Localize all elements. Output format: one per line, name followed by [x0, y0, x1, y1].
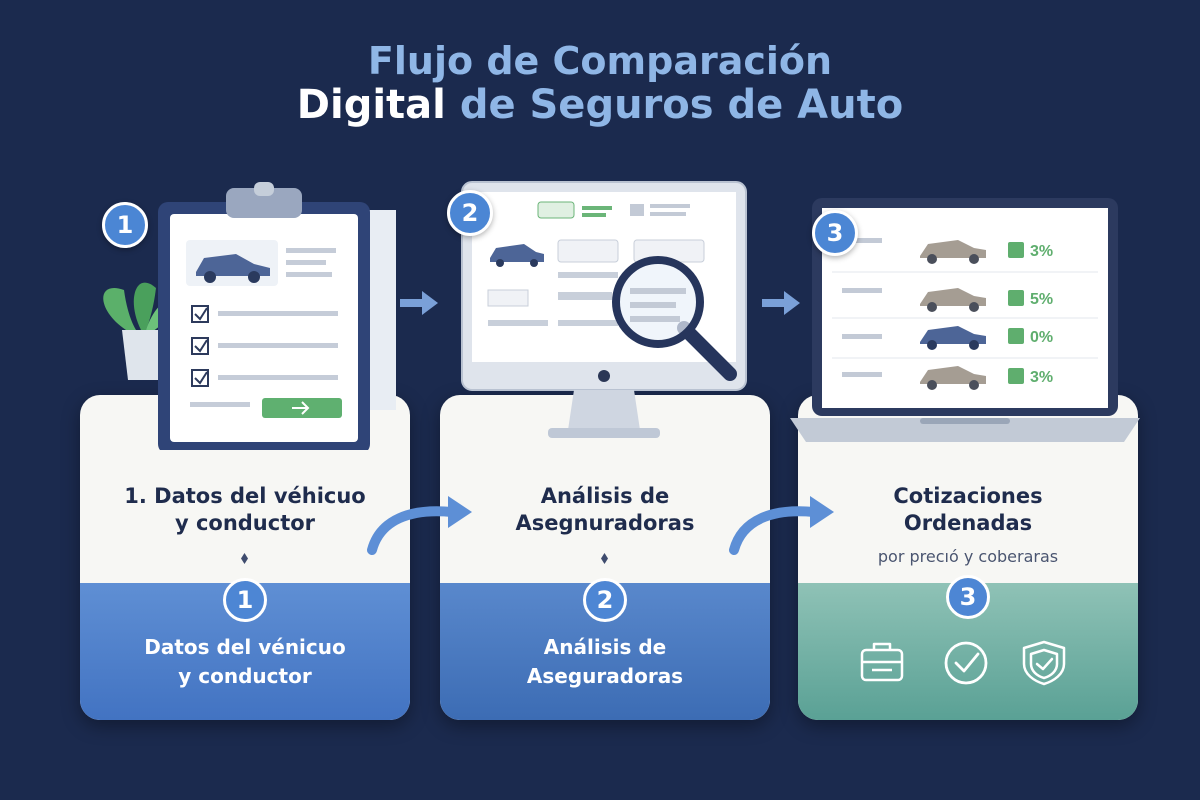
step-badge-3: 3: [812, 210, 858, 256]
quote-percent-4: 3%: [1030, 369, 1053, 386]
quote-row-4: 3%: [842, 366, 1053, 390]
step-1-number-circle: 1: [223, 578, 267, 622]
step-2-title-line-2: Asegnuradoras: [515, 511, 695, 536]
connector-dot: [601, 553, 608, 564]
step-1-bottom-line-1: Datos del vénicuo: [144, 635, 346, 659]
step-3-title: Cotizaciones Ordenadas: [798, 483, 1138, 538]
step-2-bottom-panel: 2 Análisis de Aseguradoras: [440, 578, 770, 720]
quote-percent-1: 3%: [1030, 243, 1053, 260]
step-3-subtitle: por precıó y coberaras: [877, 547, 1059, 566]
page-title: Flujo de Comparación Digital de Seguros …: [0, 40, 1200, 127]
arrow-right-icon: [762, 291, 800, 315]
curved-arrow-2-to-3: [729, 496, 834, 555]
title-line-1: Flujo de Comparación: [367, 39, 833, 83]
step-2-bottom-line-1: Análisis de: [543, 635, 667, 659]
quote-row-1: 3%: [842, 238, 1053, 264]
step-1-bottom-label: Datos del vénicuo y conductor: [80, 633, 410, 691]
connector-dot: [241, 553, 248, 564]
step-1-title-line-2: y conductor: [174, 511, 316, 536]
quote-percent-3: 0%: [1030, 329, 1053, 346]
step-3-title-line-2: Ordenadas: [903, 511, 1033, 536]
laptop-illustration: 3% 5% 0% 3%: [790, 198, 1140, 442]
monitor-illustration: [461, 181, 747, 438]
step-card-3: Cotizaciones Ordenadas por precıó y cobe…: [798, 395, 1138, 720]
step-badge-2: 2: [447, 190, 493, 236]
step-badge-1: 1: [102, 202, 148, 248]
check-circle-icon: [944, 641, 988, 685]
step-3-title-line-1: Cotizaciones: [893, 484, 1043, 508]
step-1-title-line-1: 1. Datos del véhicuo: [124, 484, 366, 508]
step-card-2: Análisis de Asegnuradoras 2 Análisis de …: [440, 395, 770, 720]
step-3-number-circle: 3: [946, 575, 990, 619]
quote-row-3: 0%: [842, 326, 1053, 350]
step-2-number-circle: 2: [583, 578, 627, 622]
title-line-2: Digital de Seguros de Auto: [0, 81, 1200, 128]
step-1-bottom-panel: 1 Datos del vénicuo y conductor: [80, 578, 410, 720]
title-line-2-rest: de Seguros de Auto: [459, 81, 904, 128]
magnifier-icon: [612, 256, 737, 381]
quote-percent-2: 5%: [1030, 291, 1053, 308]
curved-arrow-1-to-2: [367, 496, 472, 555]
step-2-bottom-line-2: Aseguradoras: [526, 664, 684, 688]
clipboard-illustration: [103, 182, 396, 450]
step-2-title: Análisis de Asegnuradoras: [440, 483, 770, 538]
arrow-right-icon: [400, 291, 438, 315]
step-2-bottom-label: Análisis de Aseguradoras: [440, 633, 770, 691]
step-3-bottom-panel: 3: [798, 575, 1138, 720]
shield-icon: [1022, 640, 1066, 686]
title-word-digital: Digital: [296, 81, 446, 128]
step-3-icon-row: [860, 640, 1066, 686]
step-2-title-line-1: Análisis de: [540, 484, 670, 508]
briefcase-icon: [860, 642, 904, 682]
step-1-bottom-line-2: y conductor: [178, 664, 312, 688]
quote-row-2: 5%: [842, 288, 1053, 312]
step-1-title: 1. Datos del véhicuo y conductor: [80, 483, 410, 538]
